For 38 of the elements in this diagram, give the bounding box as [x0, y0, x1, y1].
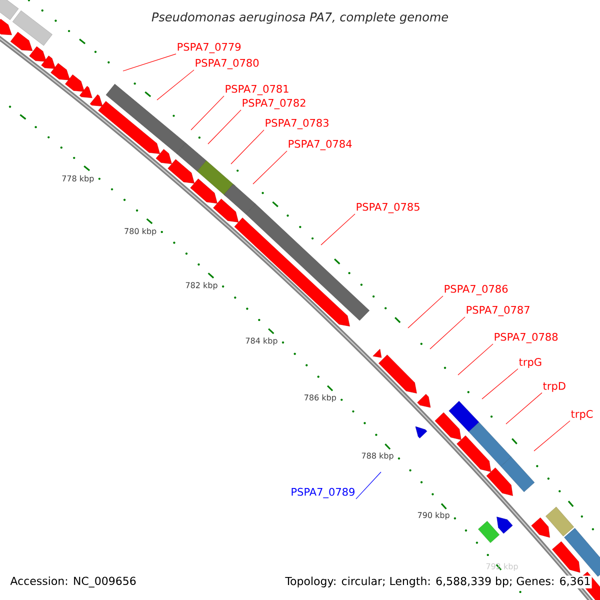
gene-label: PSPA7_0782: [242, 98, 306, 110]
leader-line: [356, 472, 382, 500]
gene-label: PSPA7_0783: [266, 118, 328, 130]
leader-line: [190, 96, 224, 130]
leader-line: [534, 420, 570, 452]
scale-label: 782 kbp: [186, 282, 218, 290]
scale-label: 786 kbp: [304, 394, 336, 402]
footer-text: Topology: circular; Length: 6,588,339 bp; Genes: 6,361: [284, 576, 592, 588]
footer-text: Accession: NC_009656: [9, 576, 138, 588]
scale-label: 784 kbp: [246, 338, 278, 346]
leader-line: [408, 296, 444, 328]
leader-line: [458, 344, 494, 376]
title: Pseudomonas aeruginosa PA7, complete genome: [152, 12, 448, 24]
gene-label: PSPA7_0785: [356, 202, 420, 214]
leader-line: [122, 54, 176, 72]
gene-label: trpD: [543, 382, 566, 392]
leader-line: [156, 70, 194, 100]
gene-label: trpG: [519, 358, 542, 368]
leader-line: [320, 214, 356, 246]
scale-label: 778 kbp: [62, 175, 94, 183]
gene-label: PSPA7_0786: [444, 284, 508, 296]
gene-label: PSPA7_0787: [466, 306, 530, 316]
gene-label: trpC: [571, 410, 593, 420]
leader-line: [430, 316, 466, 350]
leader-line: [208, 110, 242, 144]
scale-label: 788 kbp: [362, 452, 394, 460]
leader-line: [482, 368, 518, 400]
scale-label: 790 kbp: [418, 512, 450, 520]
gene-label: PSPA7_0780: [196, 58, 259, 70]
scale-label: 780 kbp: [124, 228, 156, 236]
gene-label: PSPA7_0781: [226, 84, 288, 96]
gene-label: PSPA7_0779: [178, 42, 241, 54]
leader-line: [252, 150, 288, 184]
leader-line: [506, 392, 542, 424]
leader-line: [230, 130, 264, 164]
gene-label: PSPA7_0789: [292, 488, 354, 498]
gene-label: PSPA7_0784: [288, 140, 352, 150]
gene-label: PSPA7_0788: [494, 332, 558, 344]
